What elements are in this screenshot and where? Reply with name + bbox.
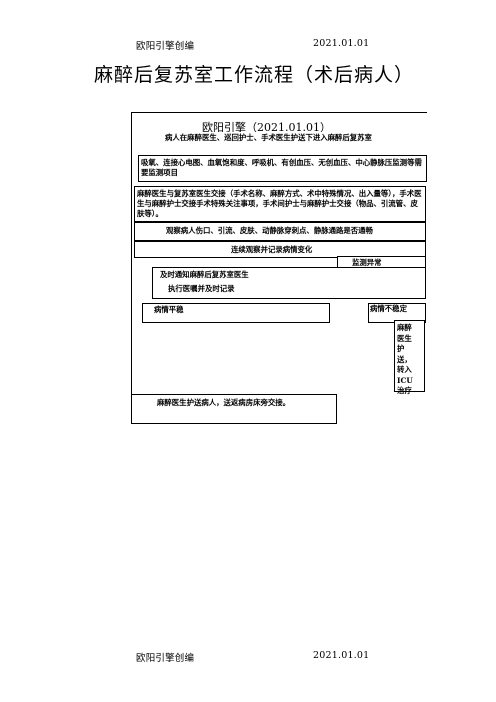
header-left: 欧阳引擎创编 [136,41,195,52]
document-title: 麻醉后复苏室工作流程（术后病人） [94,64,415,86]
header-right: 2021.01.01 [313,38,370,49]
step-observe: 观察病人伤口、引流、皮肤、动静脉穿刺点、静脉通路是否通畅 [134,222,426,241]
return-ward-text: 麻醉医生护送病人，送返病房床旁交接。 [157,398,291,407]
notify-box: 及时通知麻醉后复苏室医生 [152,267,426,283]
step-handover-text: 麻醉医生与复苏室医生交接（手术名称、麻醉方式、术中特殊情况、出入量等），手术医生… [137,189,422,218]
icu-text: 麻醉医生护送，转入ICU治疗 [397,323,413,395]
step-enter-recovery-room: 病人在麻醉医生、巡回护士、手术医生护送下进入麻醉后复苏室 [138,132,411,156]
execute-box: 执行医嘱并及时记录 [152,282,426,299]
step-observe-text: 观察病人伤口、引流、皮肤、动静脉穿刺点、静脉通路是否通畅 [166,226,373,235]
unstable-text: 病情不稳定 [370,304,407,313]
return-ward-box: 麻醉医生护送病人，送返病房床旁交接。 [131,394,337,424]
footer-right: 2021.01.01 [313,650,370,661]
step-connect-monitors-text: 吸氧、连接心电图、血氧饱和度、呼吸机、有创血压、无创血压、中心静脉压监测等需要监… [141,158,422,177]
notify-text: 及时通知麻醉后复苏室医生 [160,270,249,279]
step-continuous-record-text: 连续观察并记录病情变化 [231,245,313,254]
step-handover: 麻醉医生与复苏室医生交接（手术名称、麻醉方式、术中特殊情况、出入量等），手术医生… [134,186,426,222]
abnormal-text: 监测异常 [352,258,382,267]
step-continuous-record: 连续观察并记录病情变化 [134,241,426,258]
author-line: 欧阳引擎（2021.01.01） [202,121,331,134]
execute-text: 执行医嘱并及时记录 [168,284,235,293]
stable-text: 病情平稳 [154,305,184,314]
icu-box: 麻醉医生护送，转入ICU治疗 [394,320,425,395]
step-connect-monitors: 吸氧、连接心电图、血氧饱和度、呼吸机、有创血压、无创血压、中心静脉压监测等需要监… [138,155,427,182]
stable-box: 病情平稳 [142,303,330,323]
footer-left: 欧阳引擎创编 [136,653,195,664]
step-enter-recovery-room-text: 病人在麻醉医生、巡回护士、手术医生护送下进入麻醉后复苏室 [165,133,372,142]
